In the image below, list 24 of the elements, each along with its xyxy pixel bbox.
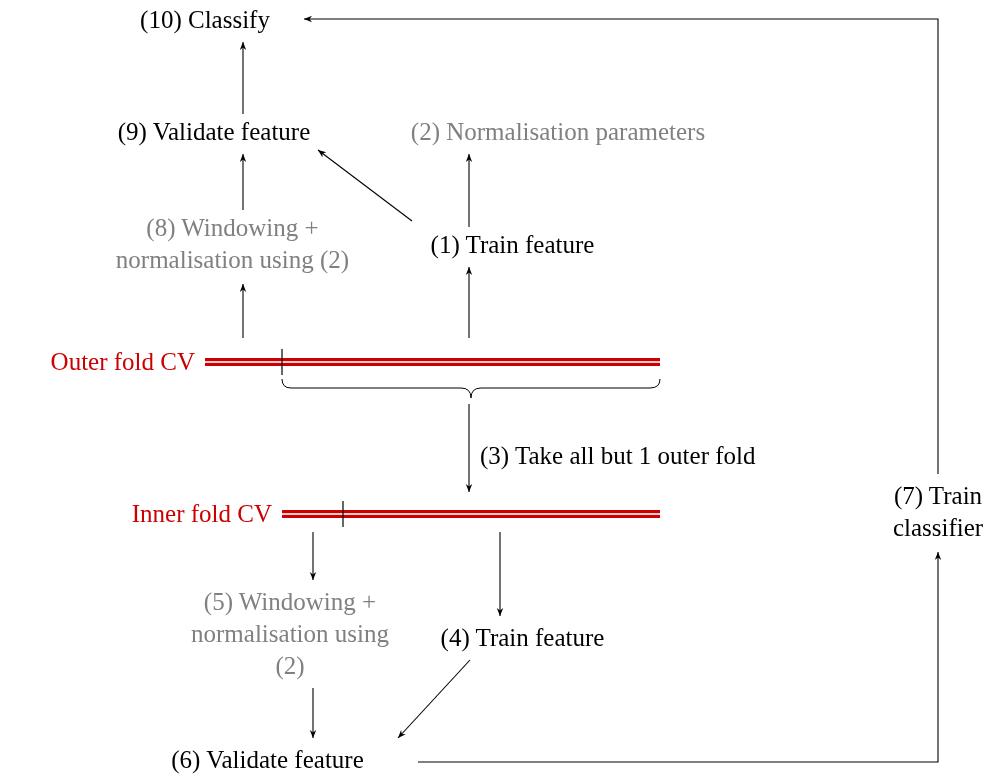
fold-label: Inner fold CV [131, 499, 272, 529]
step-label: (8) Windowing + normalisation using (2) [80, 212, 385, 278]
arrow [465, 266, 473, 339]
fold-label: Outer fold CV [50, 347, 195, 377]
arrow [309, 687, 317, 739]
arrow [496, 531, 504, 617]
arrow [465, 153, 473, 228]
step-label: (2) Normalisation parameters [362, 116, 754, 148]
step-label: (5) Windowing + normalisation using (2) [190, 586, 390, 686]
arrow [397, 659, 471, 739]
arrow [239, 41, 247, 115]
step-label: (7) Train classifier [876, 480, 1000, 544]
arrow [239, 283, 247, 339]
arrow [309, 531, 317, 581]
step-label: (10) Classify [120, 4, 290, 36]
step-label: (9) Validate feature [80, 116, 348, 148]
arrow [239, 153, 247, 211]
step-label: (6) Validate feature [135, 744, 400, 776]
step-label: (4) Train feature [410, 622, 635, 654]
arrow [417, 551, 942, 763]
arrow [317, 149, 413, 222]
arrow [303, 15, 939, 475]
step-label: (1) Train feature [400, 229, 625, 261]
arrow [465, 403, 473, 493]
